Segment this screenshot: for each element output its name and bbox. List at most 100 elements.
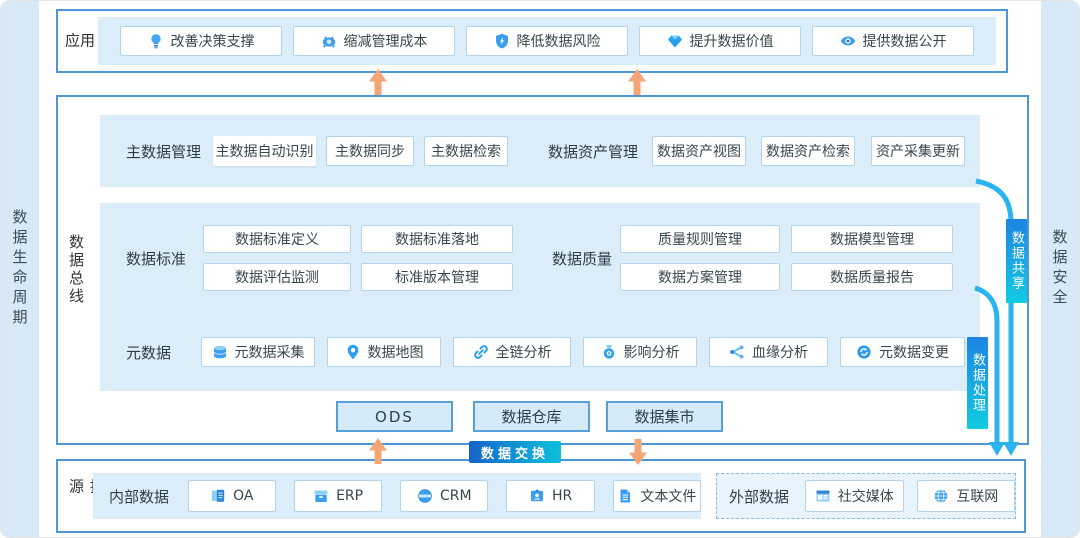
master-asset-panel: 主数据管理 主数据自动识别 主数据同步 主数据检索 数据资产管理 数据资产视图 … bbox=[100, 115, 980, 187]
chip-text-file: 文本文件 bbox=[612, 480, 701, 512]
chip-quality-plan-mgmt: 数据方案管理 bbox=[620, 263, 780, 291]
chip-label: 质量规则管理 bbox=[658, 232, 742, 248]
chip-standard-definition: 数据标准定义 bbox=[203, 225, 351, 253]
external-data-panel: 外部数据 社交媒体 互联网 bbox=[716, 473, 1016, 519]
chip-label: 数据模型管理 bbox=[830, 232, 914, 248]
chip-label: 提升数据价值 bbox=[689, 34, 774, 50]
chip-asset-view: 数据资产视图 bbox=[652, 136, 746, 166]
chip-label: OA bbox=[233, 488, 254, 504]
chip-master-sync: 主数据同步 bbox=[326, 136, 414, 166]
node-ods: ODS bbox=[336, 401, 453, 432]
chip-label: 数据评估监测 bbox=[235, 270, 319, 286]
chip-label: 数据资产视图 bbox=[657, 144, 741, 160]
bulb-icon bbox=[150, 34, 161, 49]
chip-label: 主数据同步 bbox=[335, 144, 405, 160]
branch-icon bbox=[730, 345, 744, 359]
chip-internet: 互联网 bbox=[916, 480, 1016, 512]
application-layer-label: 应用 bbox=[64, 31, 95, 50]
chip-standard-landing: 数据标准落地 bbox=[361, 225, 513, 253]
node-label: 数据仓库 bbox=[501, 408, 562, 426]
data-standard-group-label: 数据标准 bbox=[126, 249, 187, 268]
chip-label: 数据地图 bbox=[367, 345, 424, 361]
chip-metadata-change: 元数据变更 bbox=[840, 337, 965, 367]
chip-impact-analysis: 影响分析 bbox=[583, 337, 697, 367]
chip-label: 元数据变更 bbox=[879, 345, 949, 361]
standard-quality-metadata-panel: 数据标准 数据标准定义 数据标准落地 数据评估监测 标准版本管理 数据质量 质量… bbox=[100, 203, 980, 391]
browser-window-icon bbox=[816, 490, 830, 502]
chip-label: 主数据自动识别 bbox=[215, 144, 314, 160]
data-share-badge-label: 数据共享 bbox=[1009, 231, 1024, 291]
chip-label: 主数据检索 bbox=[431, 144, 501, 160]
node-label: ODS bbox=[375, 407, 414, 426]
eye-icon bbox=[840, 36, 855, 46]
chip-label: 降低数据风险 bbox=[516, 34, 601, 50]
chip-quality-report: 数据质量报告 bbox=[791, 263, 953, 291]
chip-label: 提供数据公开 bbox=[862, 34, 947, 50]
refresh-icon bbox=[857, 345, 871, 359]
chip-label: 数据资产检索 bbox=[766, 144, 850, 160]
data-source-layer: 数据源 内部数据 OA ERP CRM HR 文本文件 bbox=[56, 459, 1026, 533]
chip-label: HR bbox=[551, 488, 573, 504]
chip-lower-data-risk: 降低数据风险 bbox=[466, 26, 628, 56]
chip-label: 数据质量报告 bbox=[830, 270, 914, 286]
database-icon bbox=[213, 345, 226, 359]
node-data-warehouse: 数据仓库 bbox=[473, 401, 590, 432]
shield-icon bbox=[495, 33, 508, 49]
data-asset-group-label: 数据资产管理 bbox=[548, 142, 639, 161]
text-file-icon bbox=[620, 489, 631, 503]
chip-erp: ERP bbox=[293, 480, 383, 512]
data-lifecycle-label: 数据生命周期 bbox=[10, 209, 29, 329]
master-data-group-label: 主数据管理 bbox=[126, 142, 202, 161]
piggy-bank-icon bbox=[322, 36, 335, 48]
chip-social-media: 社交媒体 bbox=[805, 480, 904, 512]
data-standard-group: 数据标准 数据标准定义 数据标准落地 数据评估监测 标准版本管理 bbox=[126, 225, 513, 291]
chip-label: 数据标准定义 bbox=[235, 232, 319, 248]
chip-label: 元数据采集 bbox=[234, 345, 305, 361]
chip-standard-evaluation-monitoring: 数据评估监测 bbox=[203, 263, 351, 291]
diamond-icon bbox=[667, 35, 682, 48]
metadata-group-label: 元数据 bbox=[126, 343, 172, 362]
crm-disc-icon bbox=[418, 489, 432, 503]
globe-icon bbox=[934, 489, 948, 503]
data-quality-group: 数据质量 质量规则管理 数据模型管理 数据方案管理 数据质量报告 bbox=[552, 225, 953, 291]
application-panel: 改善决策支撑 缩减管理成本 降低数据风险 提升数据价值 提供数据公开 bbox=[98, 17, 996, 65]
target-icon bbox=[603, 345, 614, 359]
data-security-label: 数据安全 bbox=[1050, 229, 1069, 309]
node-label: 数据集市 bbox=[634, 408, 695, 426]
chip-oa: OA bbox=[187, 480, 276, 512]
chip-data-model-mgmt: 数据模型管理 bbox=[791, 225, 953, 253]
chip-asset-search: 数据资产检索 bbox=[761, 136, 855, 166]
chip-label: 标准版本管理 bbox=[395, 270, 479, 286]
chip-standard-version-mgmt: 标准版本管理 bbox=[361, 263, 513, 291]
chip-lineage-analysis: 血缘分析 bbox=[709, 337, 828, 367]
id-card-icon bbox=[530, 489, 543, 502]
chip-crm: CRM bbox=[400, 480, 489, 512]
chip-label: 资产采集更新 bbox=[876, 144, 960, 160]
chip-label: 全链分析 bbox=[495, 345, 552, 361]
chip-label: 缩减管理成本 bbox=[343, 34, 428, 50]
metadata-row: 元数据 元数据采集 数据地图 全链分析 影响分析 bbox=[100, 337, 980, 367]
data-exchange-badge: 数据交换 bbox=[469, 441, 561, 463]
chip-hr: HR bbox=[506, 480, 595, 512]
chip-label: 影响分析 bbox=[623, 345, 680, 361]
chip-label: CRM bbox=[440, 488, 472, 504]
chain-link-icon bbox=[473, 345, 488, 359]
chip-label: 文本文件 bbox=[640, 489, 697, 505]
data-security-strip: 数据安全 bbox=[1041, 1, 1079, 537]
chip-full-chain-analysis: 全链分析 bbox=[453, 337, 571, 367]
data-bus-layer: 数据总线 主数据管理 主数据自动识别 主数据同步 主数据检索 数据资产管理 数据… bbox=[56, 95, 1029, 445]
chip-raise-data-value: 提升数据价值 bbox=[639, 26, 801, 56]
data-exchange-badge-label: 数据交换 bbox=[480, 446, 549, 462]
application-layer: 应用 改善决策支撑 缩减管理成本 降低数据风险 提升数据价值 提供数据公开 bbox=[56, 9, 1008, 73]
archive-box-icon bbox=[314, 490, 328, 502]
internal-data-group-label: 内部数据 bbox=[109, 487, 170, 506]
chip-label: 数据标准落地 bbox=[395, 232, 479, 248]
chip-label: ERP bbox=[336, 488, 364, 504]
chip-label: 血缘分析 bbox=[752, 345, 808, 361]
chip-label: 互联网 bbox=[956, 489, 999, 505]
chip-reduce-management-cost: 缩减管理成本 bbox=[293, 26, 455, 56]
data-share-badge: 数据共享 bbox=[1006, 219, 1027, 303]
data-process-badge: 数据处理 bbox=[967, 337, 988, 429]
chip-data-map: 数据地图 bbox=[327, 337, 441, 367]
